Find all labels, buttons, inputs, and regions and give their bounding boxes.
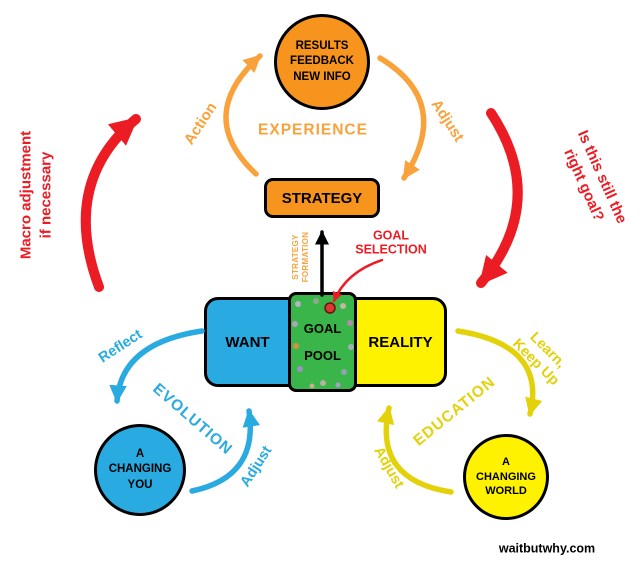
results-feedback-node: RESULTS FEEDBACK NEW INFO bbox=[274, 14, 370, 110]
goal-selection-label: GOAL SELECTION bbox=[355, 229, 427, 258]
strategy-formation-line: FORMATION bbox=[301, 231, 310, 283]
strategy-formation-line: STRATEGY bbox=[291, 234, 300, 280]
results-line: RESULTS bbox=[295, 39, 349, 52]
reflect-label: Reflect bbox=[95, 326, 146, 367]
results-line: FEEDBACK bbox=[290, 55, 354, 68]
goal-pool-node: GOAL POOL bbox=[288, 292, 357, 392]
adjust-education-label: Adjust bbox=[370, 444, 407, 492]
adjust-evolution-label: Adjust bbox=[237, 443, 276, 490]
want-label: WANT bbox=[225, 333, 270, 351]
action-arrow bbox=[223, 53, 263, 177]
right-goal-label: Is this still the right goal? bbox=[555, 127, 631, 234]
goal-selection-line: SELECTION bbox=[355, 243, 427, 257]
experience-label: EXPERIENCE bbox=[258, 121, 368, 139]
results-line: NEW INFO bbox=[293, 70, 351, 83]
macro-adjustment-line: if necessary bbox=[37, 151, 54, 239]
adjust-experience-arrow bbox=[377, 55, 427, 181]
strategy-node: STRATEGY bbox=[264, 178, 380, 218]
world-line: CHANGING bbox=[476, 470, 536, 483]
goal-selection-line: GOAL bbox=[372, 228, 410, 243]
macro-adjustment-label: Macro adjustment if necessary bbox=[17, 131, 56, 259]
you-line: A bbox=[135, 447, 145, 460]
reality-label: REALITY bbox=[368, 333, 433, 351]
macro-adjustment-line: Macro adjustment bbox=[17, 130, 35, 260]
adjust-experience-label: Adjust bbox=[427, 96, 468, 145]
changing-you-node: A CHANGING YOU bbox=[94, 424, 186, 516]
learn-keep-up-label: Learn, Keep Up bbox=[508, 324, 574, 390]
you-line: CHANGING bbox=[108, 463, 172, 476]
action-label: Action bbox=[180, 99, 221, 148]
strategy-label: STRATEGY bbox=[281, 189, 363, 207]
changing-world-node: A CHANGING WORLD bbox=[463, 434, 549, 520]
macro-left-arrow bbox=[80, 114, 141, 292]
watermark: waitbutwhy.com bbox=[498, 541, 596, 556]
world-line: WORLD bbox=[485, 485, 527, 498]
goal-pool-line: GOAL bbox=[303, 321, 342, 336]
you-line: YOU bbox=[127, 478, 153, 491]
goal-pool-line: POOL bbox=[304, 348, 341, 363]
strategy-formation-label: STRATEGY FORMATION bbox=[291, 232, 311, 283]
world-line: A bbox=[502, 455, 510, 468]
macro-right-arrow bbox=[476, 108, 523, 288]
